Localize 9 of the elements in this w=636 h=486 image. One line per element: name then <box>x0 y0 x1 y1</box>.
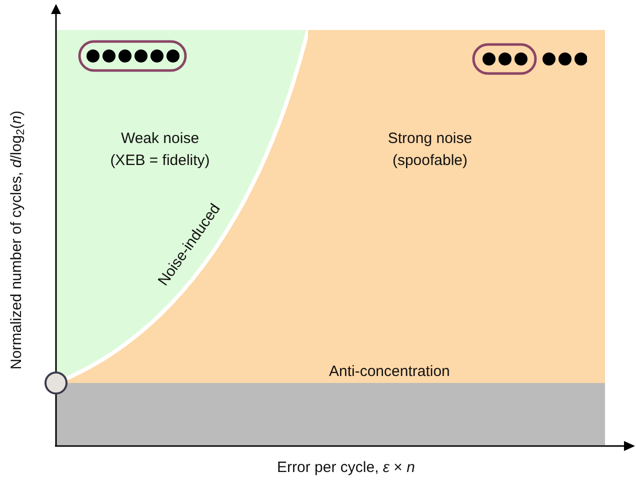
region-area <box>56 30 308 383</box>
axis-label: Error per cycle, ε × n <box>277 458 415 478</box>
region-label: Weak noise <box>120 129 200 149</box>
region-area <box>56 30 605 383</box>
region-label: Strong noise <box>388 129 472 149</box>
boundary-label: Anti-concentration <box>329 362 450 382</box>
baseline-band <box>56 383 605 445</box>
region-label: (XEB = fidelity) <box>110 151 210 171</box>
region-label: (spoofable) <box>392 151 468 171</box>
